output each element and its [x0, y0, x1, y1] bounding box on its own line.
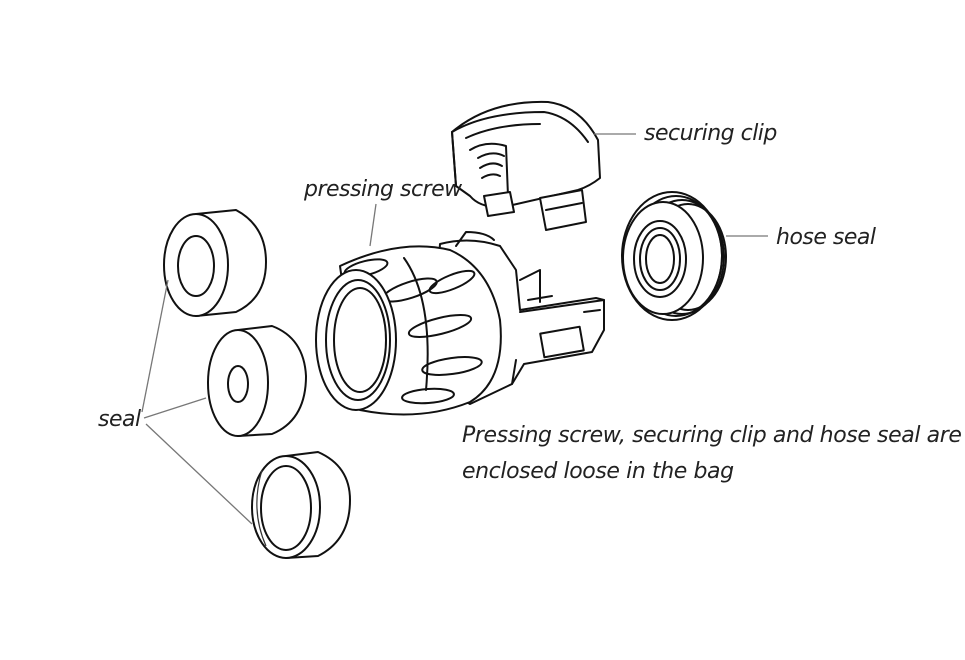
pressing-screw-part	[315, 231, 605, 416]
seal-part-top	[163, 209, 267, 317]
seal-part-bottom	[251, 451, 351, 559]
note-line-1: Pressing screw, securing clip and hose s…	[462, 423, 962, 448]
note-line-2: enclosed loose in the bag	[462, 459, 734, 484]
label-securing-clip: securing clip	[644, 121, 777, 146]
seal-part-middle	[207, 325, 307, 437]
securing-clip-part	[451, 100, 601, 231]
hose-seal-part	[621, 191, 727, 321]
label-seal: seal	[98, 407, 141, 432]
label-pressing-screw: pressing screw	[303, 177, 463, 202]
label-hose-seal: hose seal	[776, 225, 876, 250]
leader-lines	[141, 133, 768, 525]
